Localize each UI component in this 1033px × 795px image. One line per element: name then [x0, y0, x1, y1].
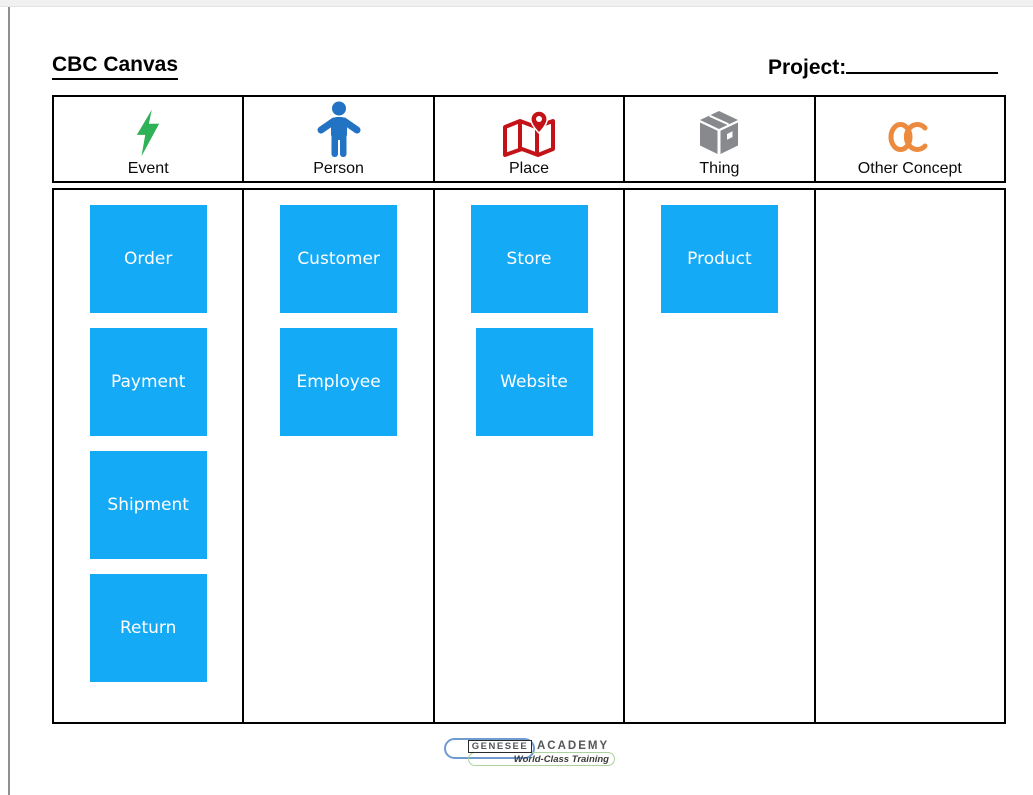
page-edge-rule	[8, 7, 10, 795]
sticky-note[interactable]: Store	[470, 205, 588, 313]
project-value-line[interactable]	[846, 54, 999, 74]
project-label: Project:	[768, 56, 847, 79]
sticky-note-label: Product	[687, 249, 752, 269]
logo-tagline-outline: World-Class Training	[468, 752, 615, 766]
logo-brand-primary: GENESEE	[468, 740, 532, 753]
sticky-note-label: Website	[500, 372, 568, 392]
logo-tagline: World-Class Training	[513, 753, 609, 765]
box-icon	[698, 101, 740, 157]
sticky-note[interactable]: Customer	[280, 205, 398, 313]
column-header-event: Event	[54, 97, 242, 181]
sticky-note[interactable]: Product	[660, 205, 778, 313]
oc-icon	[888, 101, 932, 157]
sticky-note-label: Return	[119, 618, 177, 638]
person-icon	[316, 101, 362, 157]
sticky-note[interactable]: Payment	[89, 328, 207, 436]
sticky-note[interactable]: Order	[89, 205, 207, 313]
column-label: Event	[127, 160, 169, 177]
column-header-thing: Thing	[623, 97, 813, 181]
lightning-icon	[135, 101, 161, 157]
browser-top-strip	[0, 0, 1033, 7]
sticky-note[interactable]: Website	[475, 328, 593, 436]
column-label: Other Concept	[857, 160, 962, 177]
sticky-note-label: Order	[124, 249, 173, 269]
column-label: Thing	[699, 160, 740, 177]
column-label: Person	[313, 160, 364, 177]
logo-brand-secondary: ACADEMY	[537, 740, 610, 752]
sticky-note[interactable]: Shipment	[89, 451, 207, 559]
page-title: CBC Canvas	[52, 53, 179, 80]
column-header-place: Place	[432, 97, 623, 181]
column-body-other-concept	[813, 190, 1004, 722]
project-field: Project:	[768, 54, 999, 80]
column-label: Place	[509, 160, 550, 177]
column-body-thing: Product	[623, 190, 813, 722]
column-header-person: Person	[242, 97, 432, 181]
column-header-other-concept: Other Concept	[813, 97, 1004, 181]
canvas-header-row: Event Person Place	[52, 95, 1006, 183]
sticky-note-label: Payment	[110, 372, 186, 392]
map-pin-icon	[503, 101, 556, 157]
genesee-academy-logo: World-Class Training GENESEE ACADEMY	[444, 736, 624, 770]
sticky-note-label: Shipment	[107, 495, 189, 515]
sticky-note[interactable]: Employee	[280, 328, 398, 436]
sticky-note-label: Store	[506, 249, 552, 269]
sticky-note[interactable]: Return	[89, 574, 207, 682]
sticky-note-label: Employee	[296, 372, 381, 392]
sticky-note-label: Customer	[297, 249, 380, 269]
